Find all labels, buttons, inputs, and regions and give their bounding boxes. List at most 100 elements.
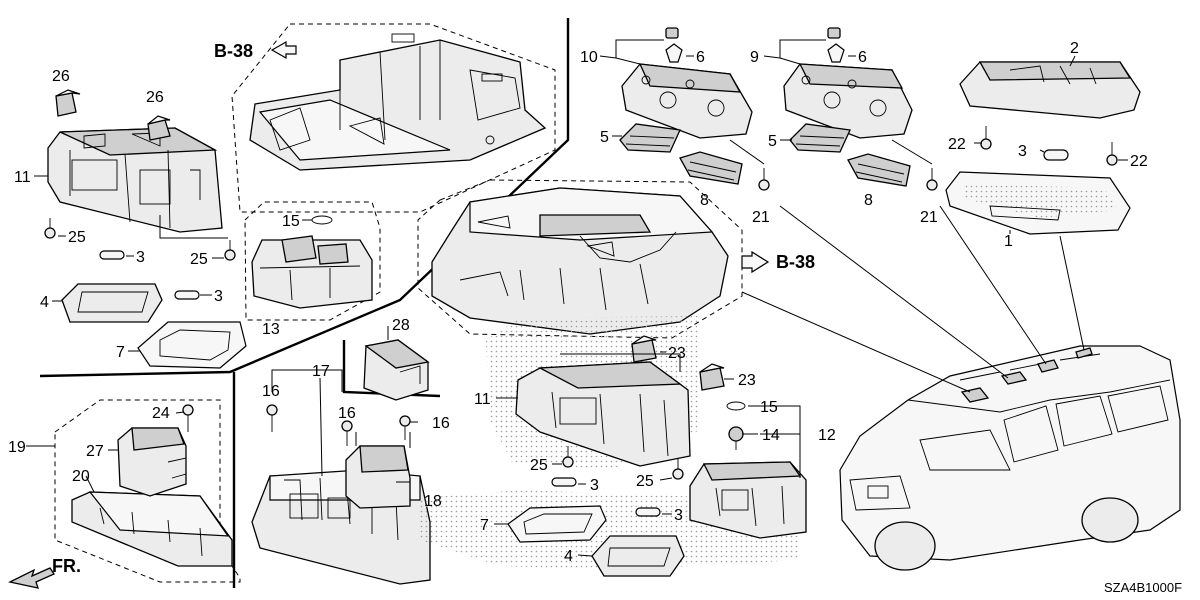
lead-10-21 — [729, 139, 765, 165]
screw-16-b — [341, 420, 353, 446]
svg-text:7: 7 — [116, 344, 125, 361]
svg-text:5: 5 — [768, 133, 777, 150]
svg-text:23: 23 — [738, 372, 756, 389]
lead-console-vehicle — [741, 291, 971, 393]
svg-text:3: 3 — [1018, 143, 1027, 160]
svg-text:5: 5 — [600, 129, 609, 146]
svg-text:17: 17 — [312, 363, 330, 380]
lead-10-vehicle — [779, 205, 1009, 379]
bracket-11-center — [560, 353, 681, 372]
lead-9-21 — [891, 139, 933, 165]
vehicle-outline — [839, 345, 1181, 571]
lead-1-vehicle — [1059, 235, 1085, 351]
bulb-6-a — [665, 43, 683, 63]
screw-25-c — [562, 446, 574, 468]
clip-top-b — [827, 27, 841, 39]
svg-text:16: 16 — [432, 415, 450, 432]
diagram-code: SZA4B1000F — [1104, 580, 1182, 595]
clip-26-b — [147, 115, 171, 141]
bracket-9 — [779, 39, 826, 65]
svg-text:26: 26 — [146, 89, 164, 106]
svg-text:2: 2 — [1070, 40, 1079, 57]
svg-text:22: 22 — [1130, 153, 1148, 170]
svg-text:4: 4 — [40, 294, 49, 311]
map-light-9 — [783, 63, 913, 139]
lens-5-a — [619, 123, 681, 153]
bracket-18 — [355, 432, 411, 448]
svg-text:26: 26 — [52, 68, 70, 85]
roof-console-center — [417, 179, 743, 339]
bulb-6-b — [827, 43, 845, 63]
callout-leaders — [26, 55, 1128, 557]
svg-text:28: 28 — [392, 317, 410, 334]
ref-label-upper: B-38 — [214, 41, 253, 61]
svg-text:9: 9 — [750, 49, 759, 66]
bulb-3-a — [99, 250, 125, 260]
svg-text:24: 24 — [152, 405, 170, 422]
svg-text:25: 25 — [530, 457, 548, 474]
bracket-25-3 — [159, 215, 228, 239]
lens-7-center — [507, 505, 607, 543]
svg-text:18: 18 — [424, 493, 442, 510]
dome-lens-1 — [945, 171, 1131, 235]
front-arrow-label: FR. — [52, 556, 81, 576]
svg-text:14: 14 — [762, 427, 780, 444]
screw-16-c — [399, 415, 411, 440]
svg-text:25: 25 — [636, 473, 654, 490]
svg-text:7: 7 — [480, 517, 489, 534]
clip-23-a — [631, 335, 657, 363]
clip-26-a — [55, 89, 81, 117]
map-light-assembly-center — [515, 361, 691, 467]
bracket-10 — [615, 39, 664, 65]
svg-text:21: 21 — [752, 209, 770, 226]
clip-14 — [728, 426, 744, 450]
lens-4-left — [61, 283, 163, 323]
map-light-assembly-left — [47, 127, 223, 233]
bulb-3-c — [551, 477, 577, 487]
console-assembly-19 — [54, 399, 241, 583]
svg-text:4: 4 — [564, 548, 573, 565]
svg-text:6: 6 — [696, 49, 705, 66]
bracket-12 — [748, 405, 801, 478]
svg-text:22: 22 — [948, 136, 966, 153]
svg-text:3: 3 — [136, 249, 145, 266]
svg-text:13: 13 — [262, 321, 280, 338]
svg-text:15: 15 — [760, 399, 778, 416]
screw-25-b — [224, 240, 236, 261]
svg-text:16: 16 — [262, 383, 280, 400]
svg-text:11: 11 — [14, 169, 31, 186]
bulb-3-b — [174, 290, 200, 300]
lens-7-left — [137, 321, 247, 369]
ref-label-center: B-38 — [776, 252, 815, 272]
screw-21-b — [926, 168, 938, 191]
section-divider-top — [39, 18, 570, 378]
lens-5-b — [789, 123, 851, 153]
svg-text:3: 3 — [214, 288, 223, 305]
svg-text:12: 12 — [818, 427, 836, 444]
lens-8-b — [847, 153, 911, 187]
unit-28 — [363, 339, 430, 401]
ref-arrow-center — [741, 250, 770, 274]
svg-text:23: 23 — [668, 345, 686, 362]
screw-22-b — [1106, 142, 1118, 166]
lens-8-a — [679, 151, 743, 185]
lead-9-vehicle — [939, 205, 1047, 365]
ref-arrow-upper — [270, 40, 297, 60]
screw-22-a — [980, 126, 992, 150]
front-arrow — [8, 567, 55, 589]
svg-text:25: 25 — [190, 251, 208, 268]
screw-16-a — [266, 404, 278, 432]
svg-text:16: 16 — [338, 405, 356, 422]
svg-text:1: 1 — [1004, 233, 1013, 250]
svg-text:3: 3 — [674, 507, 683, 524]
svg-text:8: 8 — [864, 192, 873, 209]
svg-text:20: 20 — [72, 468, 90, 485]
screw-25-a — [44, 218, 56, 239]
screw-21-a — [758, 168, 770, 191]
svg-text:25: 25 — [68, 229, 86, 246]
switch-unit-12 — [689, 461, 807, 539]
clip-top-a — [665, 27, 679, 39]
screw-25-d — [672, 458, 684, 480]
svg-text:11: 11 — [474, 391, 491, 408]
